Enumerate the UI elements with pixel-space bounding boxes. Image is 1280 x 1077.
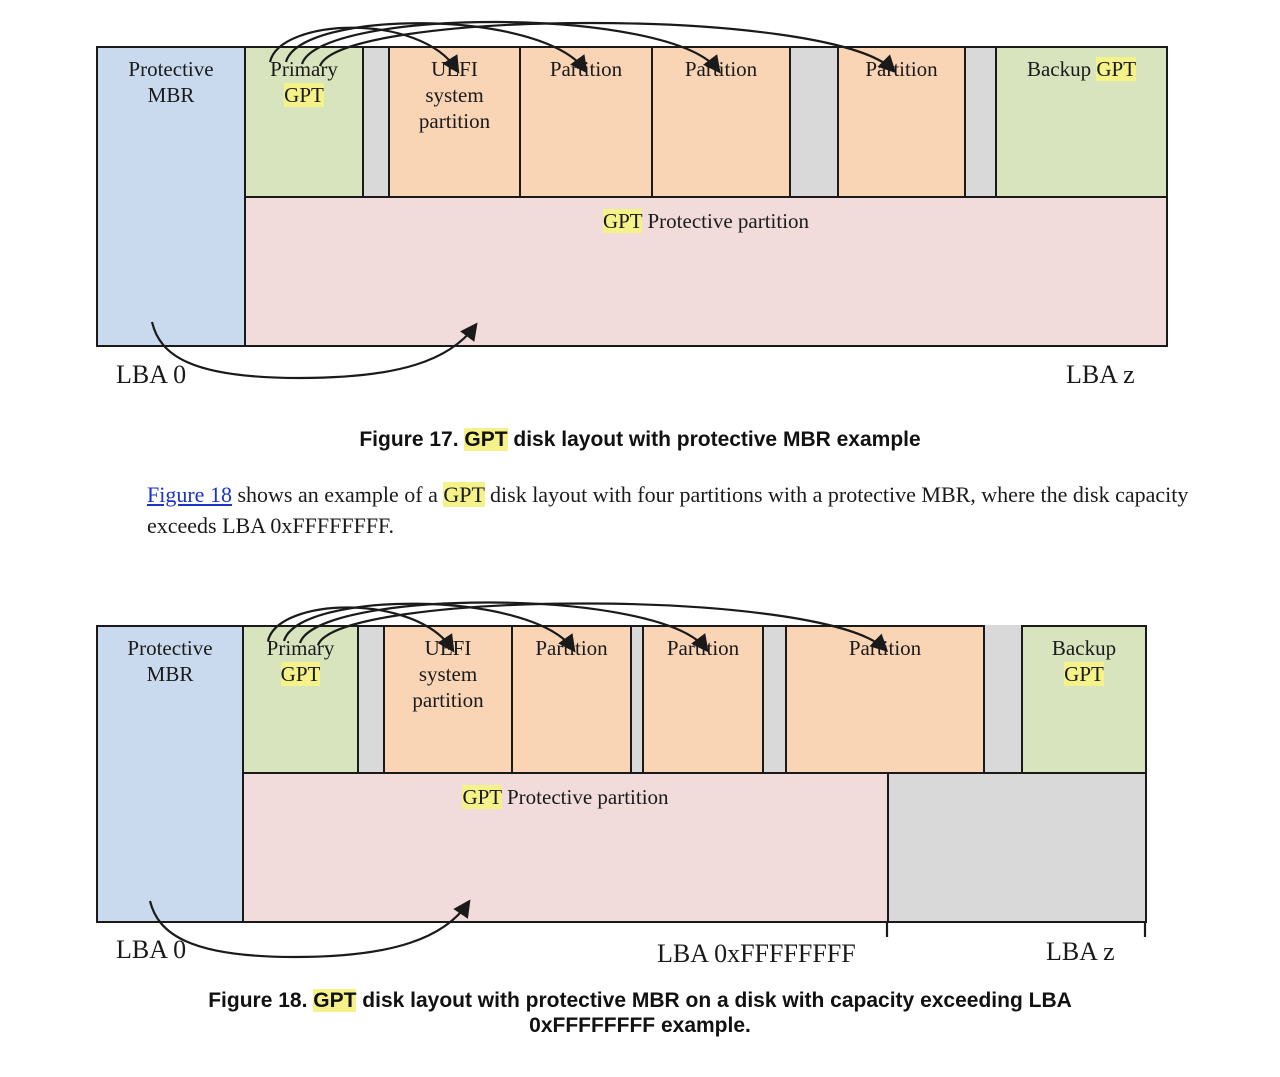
body-paragraph: Figure 18 shows an example of a GPT disk… [147,479,1207,541]
paragraph-text: shows an example of a [237,482,438,507]
partition-block: Partition [511,625,632,774]
partition-block: Partition [519,46,653,198]
partition-label: Partition [666,636,740,660]
partition-block: Partition [785,625,985,774]
caption-gpt-highlight: GPT [464,428,508,451]
uefi-system-partition-label: UEFI system partition [418,57,491,133]
backup-gpt-label: Backup [1051,636,1117,660]
gap-block [789,46,839,198]
gap-block [362,46,390,198]
primary-gpt-highlight: GPT [284,83,324,107]
protective-partition-label: Protective partition [647,209,810,233]
protective-mbr-block: Protective MBR [96,46,246,347]
backup-gpt-block: Backup GPT [995,46,1168,198]
gap-block [357,625,385,774]
protective-mbr-block: Protective MBR [96,625,244,923]
primary-gpt-block: Primary GPT [244,46,364,198]
figure-18-caption: Figure 18. GPT disk layout with protecti… [0,988,1280,1038]
backup-gpt-block: Backup GPT [1021,625,1147,774]
uefi-system-partition-block: UEFI system partition [383,625,513,774]
partition-label: Partition [535,636,608,660]
lba-0-label: LBA 0 [116,935,187,964]
partition-block: Partition [642,625,764,774]
caption-prefix: Figure 17. [359,428,459,451]
backup-gpt-highlight: GPT [1096,57,1137,81]
partition-block: Partition [837,46,966,198]
gap-block [762,625,787,774]
figure-17-caption: Figure 17. GPT disk layout with protecti… [0,427,1280,452]
backup-gpt-label: Backup [1026,57,1092,81]
unprotected-area-block [887,772,1147,923]
gap-block [964,46,997,198]
partition-block: Partition [651,46,791,198]
caption-gpt-highlight: GPT [313,989,357,1012]
uefi-system-partition-label: UEFI system partition [412,636,484,712]
caption-text: disk layout with protective MBR on a dis… [362,989,1072,1012]
protective-partition-gpt-highlight: GPT [602,209,643,233]
gpt-protective-partition-block: GPT Protective partition [242,772,889,923]
gap-block [983,625,1023,774]
lba-z-label: LBA z [1046,937,1115,966]
primary-gpt-label: Primary [270,57,338,81]
primary-gpt-label: Primary [266,636,335,660]
caption-text: disk layout with protective MBR example [513,428,921,451]
figure-18-link[interactable]: Figure 18 [147,482,232,507]
lba-ffffffff-label: LBA 0xFFFFFFFF [657,939,856,968]
figure-17-diagram: Protective MBR Primary GPT UEFI system p… [0,0,1280,400]
partition-label: Partition [549,57,623,81]
primary-gpt-block: Primary GPT [242,625,359,774]
uefi-system-partition-block: UEFI system partition [388,46,521,198]
protective-partition-label: Protective partition [507,785,669,809]
partition-label: Partition [865,57,938,81]
figure-18-diagram: Protective MBR Primary GPT UEFI system p… [0,585,1280,975]
backup-gpt-highlight: GPT [1064,662,1104,686]
primary-gpt-highlight: GPT [280,662,321,686]
caption-text-line2: 0xFFFFFFFF example. [529,1014,751,1037]
protective-mbr-label: Protective MBR [128,57,214,107]
protective-mbr-label: Protective MBR [127,636,213,686]
caption-prefix: Figure 18. [208,989,308,1012]
paragraph-gpt-highlight: GPT [443,482,485,507]
partition-label: Partition [684,57,758,81]
paragraph-text: disk layout with four partitions with a … [147,482,1189,538]
lba-0-label: LBA 0 [116,360,187,389]
gpt-protective-partition-block: GPT Protective partition [244,196,1168,347]
lba-z-label: LBA z [1066,360,1135,389]
partition-label: Partition [848,636,922,660]
protective-partition-gpt-highlight: GPT [462,785,502,809]
